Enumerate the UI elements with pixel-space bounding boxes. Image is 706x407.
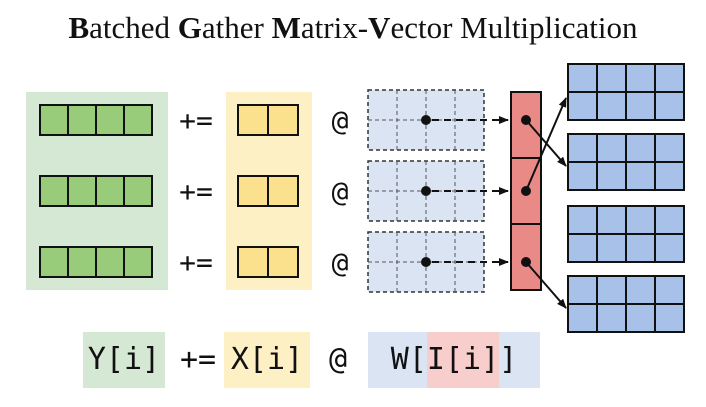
y-vector-cell (39, 246, 69, 278)
x-vector-cell (267, 246, 299, 278)
title-initial-3: V (368, 10, 391, 45)
y-vector-cell (95, 175, 125, 207)
y-vector-cell (95, 246, 125, 278)
formula-w-open: W[ (390, 342, 427, 377)
x-vector-cell (237, 246, 269, 278)
y-vector-cell (123, 175, 153, 207)
formula-y: Y[i] (83, 332, 165, 388)
matmul-operator: @ (332, 246, 349, 279)
index-arrow (525, 261, 567, 309)
x-vector-cell (267, 104, 299, 136)
gather-source-dot (421, 257, 431, 267)
y-vector-cell (39, 104, 69, 136)
plus-equals-operator: += (179, 175, 213, 208)
formula-w-close: ] (499, 342, 518, 377)
y-vector-cell (39, 175, 69, 207)
matmul-operator: @ (332, 175, 349, 208)
title-initial-2: M (271, 10, 301, 45)
x-vector-cell (237, 175, 269, 207)
formula-y-text: Y[i] (87, 342, 161, 377)
formula-x-text: X[i] (230, 342, 304, 377)
matmul-operator: @ (332, 104, 349, 137)
y-vector-cell (123, 104, 153, 136)
diagram-title: Batched Gather Matrix-Vector Multiplicat… (0, 10, 706, 46)
title-word-1: ather (201, 10, 272, 45)
y-vector-cell (95, 104, 125, 136)
gather-source-dot (421, 115, 431, 125)
x-vector-cell (267, 175, 299, 207)
formula-at: @ (322, 332, 354, 388)
plus-equals-operator: += (179, 246, 213, 279)
formula-plus-eq-text: += (179, 342, 217, 377)
index-arrow (525, 97, 567, 192)
x-vector-cell (237, 104, 269, 136)
formula-w: W[I[i]] (368, 332, 540, 388)
y-vector-cell (67, 175, 97, 207)
title-word-3: ector Multiplication (390, 10, 638, 45)
formula-index: I[i] (426, 332, 500, 388)
title-initial-1: G (177, 10, 202, 45)
title-word-2: atrix- (300, 10, 369, 45)
y-vector-cell (123, 246, 153, 278)
title-word-0: atched (89, 10, 178, 45)
formula-at-text: @ (328, 342, 348, 377)
title-initial-0: B (68, 10, 90, 45)
y-vector-cell (67, 246, 97, 278)
plus-equals-operator: += (179, 104, 213, 137)
formula-plus-eq: += (173, 332, 223, 388)
y-vector-cell (67, 104, 97, 136)
gather-source-dot (421, 186, 431, 196)
formula-x: X[i] (224, 332, 310, 388)
